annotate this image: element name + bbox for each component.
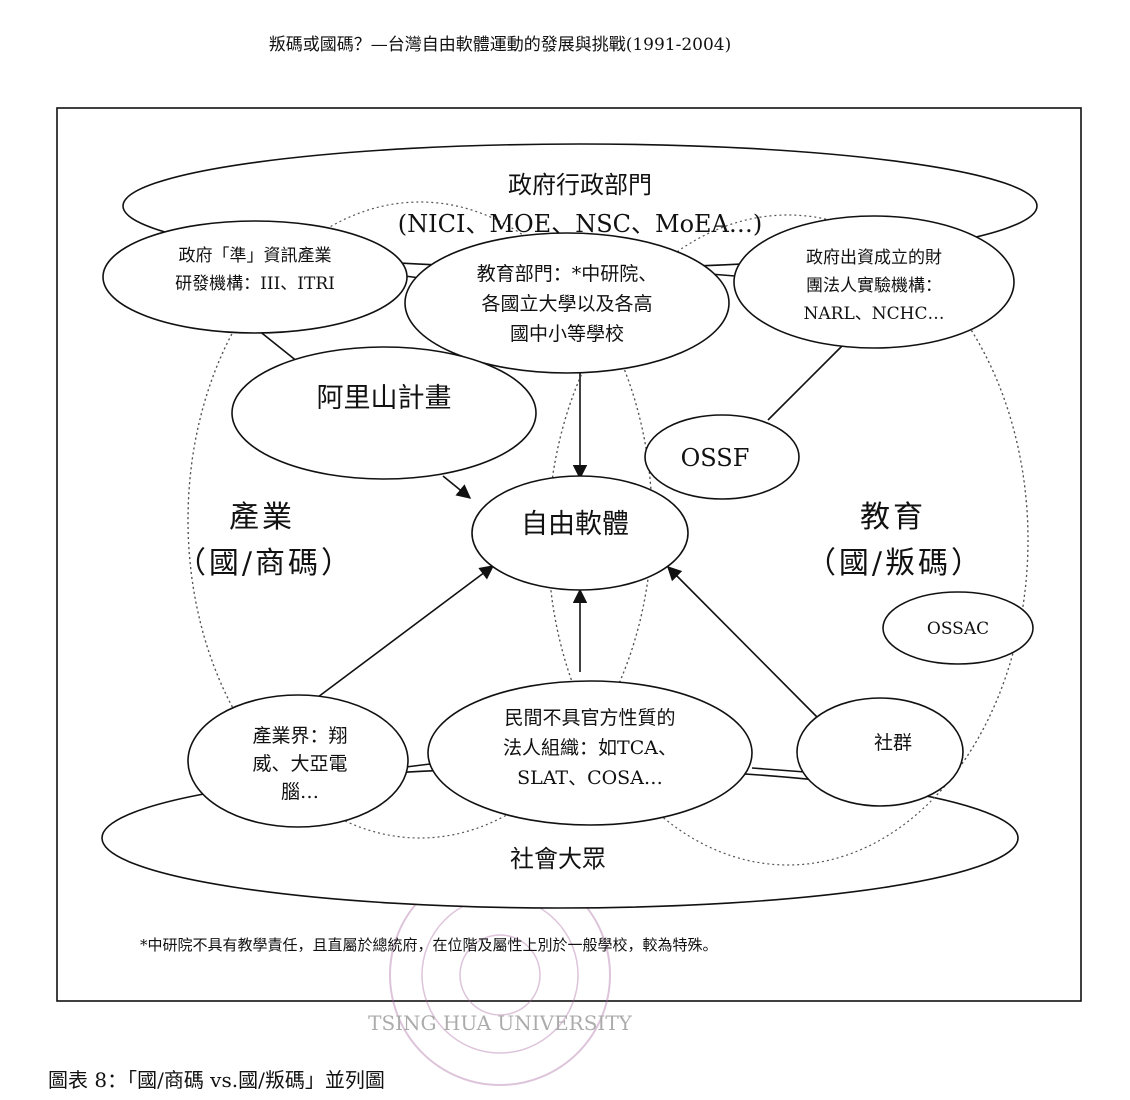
gov-quasi-label-1: 政府「準」資訊產業 bbox=[179, 246, 332, 266]
gov-funded-ellipse bbox=[733, 215, 1015, 349]
connector-civil-community bbox=[751, 767, 806, 773]
ossf-ellipse bbox=[644, 414, 800, 500]
gov-exec-label-2: (NICI、MOE、NSC、MoEA…) bbox=[398, 210, 763, 238]
alishan-ellipse bbox=[231, 346, 537, 480]
education-zone-label-2: （國/叛碼） bbox=[806, 546, 984, 581]
diagram-frame bbox=[56, 107, 1082, 1002]
free-software-label: 自由軟體 bbox=[521, 509, 629, 540]
footnote: *中研院不具有教學責任，且直屬於總統府，在位階及屬性上別於一般學校，較為特殊。 bbox=[140, 936, 718, 954]
education-zone-arc bbox=[547, 214, 1029, 866]
civil-org-label-3: SLAT、COSA… bbox=[517, 767, 663, 789]
industry-zone-label-1: 產業 bbox=[229, 500, 295, 535]
civil-org-ellipse bbox=[427, 680, 753, 826]
arrow-firms-to-fs bbox=[317, 565, 495, 698]
figure-caption: 圖表 8：「國/商碼 vs.國/叛碼」並列圖 bbox=[48, 1068, 385, 1092]
arrow-community-to-fs bbox=[666, 565, 819, 719]
gov-funded-label-3: NARL、NCHC… bbox=[804, 304, 945, 324]
connector-funded-ossf bbox=[767, 345, 843, 421]
ossac-label: OSSAC bbox=[927, 619, 989, 639]
gov-quasi-ellipse bbox=[102, 220, 408, 334]
edu-dept-ellipse bbox=[404, 232, 730, 374]
industry-firms-label-3: 腦… bbox=[281, 781, 319, 803]
connector-firms-civil bbox=[405, 763, 431, 768]
gov-exec-label-1: 政府行政部門 bbox=[508, 171, 652, 199]
public-label: 社會大眾 bbox=[510, 845, 606, 873]
edu-dept-label-1: 教育部門：*中研院、 bbox=[477, 263, 658, 285]
industry-firms-label-2: 威、大亞電 bbox=[252, 753, 347, 775]
free-software-ellipse bbox=[471, 475, 689, 591]
industry-firms-ellipse bbox=[187, 694, 409, 828]
education-zone-label-1: 教育 bbox=[860, 500, 926, 535]
page-header: 叛碼或國碼？—台灣自由軟體運動的發展與挑戰(1991-2004) bbox=[268, 35, 732, 55]
civil-org-label-1: 民間不具官方性質的 bbox=[504, 707, 675, 729]
ossf-label: OSSF bbox=[681, 444, 750, 472]
edu-dept-label-3: 國中小等學校 bbox=[510, 323, 624, 345]
community-label: 社群 bbox=[874, 732, 912, 754]
gov-funded-label-1: 政府出資成立的財 bbox=[806, 248, 942, 268]
community-ellipse bbox=[796, 697, 964, 807]
edu-dept-label-2: 各國立大學以及各高 bbox=[481, 293, 652, 315]
watermark-text: TSING HUA UNIVERSITY bbox=[368, 1011, 633, 1035]
connector-quasi-alishan bbox=[257, 329, 299, 363]
gov-quasi-label-2: 研發機構：III、ITRI bbox=[175, 274, 335, 294]
industry-firms-label-1: 產業界：翔 bbox=[252, 725, 347, 747]
ossac-ellipse bbox=[882, 591, 1034, 665]
civil-org-label-2: 法人組織：如TCA、 bbox=[503, 737, 677, 759]
gov-funded-label-2: 團法人實驗機構： bbox=[806, 276, 942, 296]
arrow-alishan-to-fs bbox=[442, 475, 472, 499]
industry-zone-label-2: （國/商碼） bbox=[176, 546, 354, 581]
alishan-label: 阿里山計畫 bbox=[317, 383, 452, 414]
